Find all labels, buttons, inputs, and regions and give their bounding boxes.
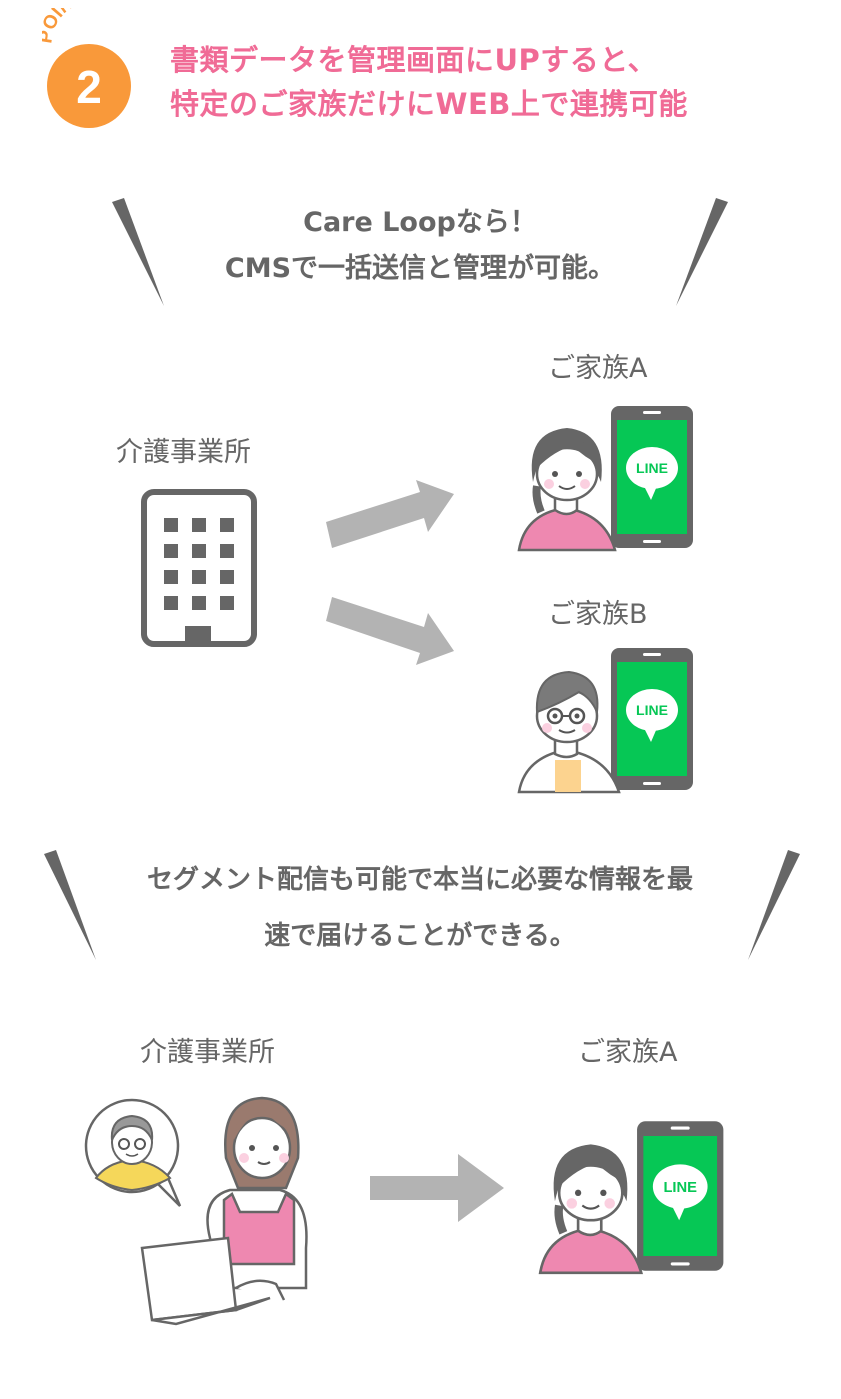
point-number: 2 [76,61,102,113]
callout-slash-left-2 [44,850,96,960]
callout-slash-left [112,198,164,306]
sender-label-2: 介護事業所 [140,1037,275,1068]
arrow-to-family-a-segment [370,1154,504,1222]
caregiver-illustration [84,1096,308,1326]
recipient-label-b: ご家族B [548,599,648,630]
arrow-to-family-b [326,597,454,665]
callout-cms-line-1: Care Loopなら！ [303,207,537,238]
callout-cms: Care Loopなら！ CMSで一括送信と管理が可能。 [150,200,690,292]
callout-slash-right [676,198,728,306]
family-b-illustration: LINE [517,648,693,794]
svg-text:LINE: LINE [636,460,668,476]
family-a-illustration-segment: LINE [538,1121,724,1275]
building-icon [141,489,257,647]
recipient-label-2: ご家族A [578,1037,678,1068]
callout-segment: セグメント配信も可能で本当に必要な情報を最 速で届けることができる。 [80,852,760,964]
svg-text:LINE: LINE [636,702,668,718]
callout-segment-line-1: セグメント配信も可能で本当に必要な情報を最 [146,865,693,895]
headline-line-1: 書類データを管理画面にUPすると、 [170,43,658,77]
recipient-label-a: ご家族A [548,353,648,384]
man-with-glasses-avatar-icon [517,670,621,794]
speech-bubble-elderly-icon [84,1098,182,1207]
callout-slash-right-2 [748,850,800,960]
headline-line-2: 特定のご家族だけにWEB上で連携可能 [170,87,688,121]
sender-label-1: 介護事業所 [116,437,251,468]
callout-cms-line-2: CMSで一括送信と管理が可能。 [224,253,616,284]
line-app-icon: LINE [626,447,678,500]
svg-text:LINE: LINE [663,1180,697,1196]
family-a-illustration: LINE [517,406,693,552]
callout-segment-line-2: 速で届けることができる。 [264,921,576,951]
laptop-icon [140,1236,286,1326]
headline: 書類データを管理画面にUPすると、 特定のご家族だけにWEB上で連携可能 [170,38,688,126]
woman-avatar-icon [517,428,617,552]
point-badge: POINT 2 [42,8,131,128]
line-app-icon: LINE [652,1164,708,1221]
woman-avatar-icon [538,1144,643,1275]
line-app-icon: LINE [626,689,678,742]
caregiver-woman-icon [206,1096,308,1290]
arrow-to-family-a [326,480,454,548]
point-label: POINT [42,8,88,45]
point-circle [47,44,131,128]
